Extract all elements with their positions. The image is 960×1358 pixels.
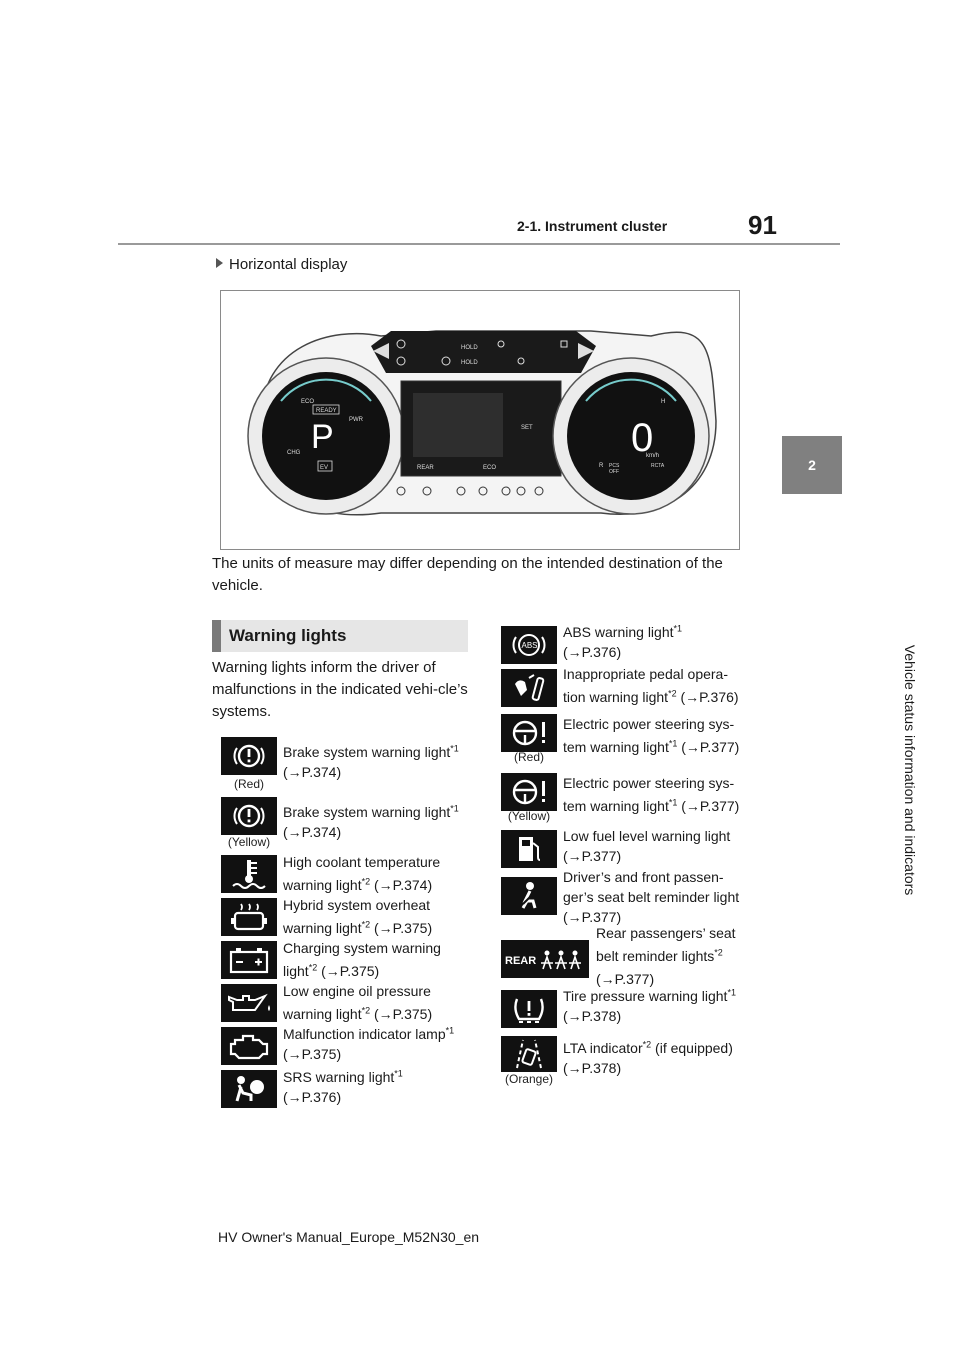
- rear-seatbelt-icon: REAR: [501, 940, 589, 978]
- left-gauge-face: [262, 372, 390, 500]
- abs-icon: ABS: [501, 626, 557, 664]
- header-rule: [118, 243, 840, 245]
- ready-label: READY: [316, 408, 337, 414]
- battery-icon: [221, 941, 277, 979]
- svg-text:ABS: ABS: [522, 641, 538, 650]
- engine-check-icon: [221, 1027, 277, 1065]
- center-eco-label: ECO: [483, 465, 496, 471]
- display-heading-text: Horizontal display: [229, 256, 348, 273]
- airbag-icon: [221, 1070, 277, 1108]
- pcs-label: PCS: [609, 463, 620, 469]
- item-description: Electric power steering sys-tem warning …: [563, 775, 740, 814]
- center-screen-inner: [413, 393, 503, 457]
- seatbelt-icon: [501, 877, 557, 915]
- bullet-arrow-icon: [216, 258, 223, 268]
- ev-label: EV: [320, 465, 328, 471]
- right-turn-icon: [578, 343, 594, 359]
- icon-caption: (Orange): [504, 1072, 554, 1086]
- bottom-indicator-row: [396, 486, 544, 496]
- power-arc: [280, 378, 372, 402]
- chapter-tab[interactable]: 2: [782, 436, 842, 494]
- icon-caption: (Red): [233, 777, 264, 791]
- coolant-temperature-icon: [221, 855, 277, 893]
- warning-lights-intro: Warning lights inform the driver of malf…: [212, 659, 468, 720]
- item-description: SRS warning light*1(→P.376): [283, 1068, 403, 1105]
- warning-lights-heading: Warning lights: [212, 620, 468, 652]
- ev-box: [317, 460, 333, 472]
- right-gauge-face: [567, 372, 695, 500]
- steering-warning-icon: [501, 714, 557, 752]
- units-note: The units of measure may differ dependin…: [212, 555, 723, 594]
- instrument-cluster-illustration: HOLD HOLD ECO READY PWR P CHG EV SET REA…: [220, 290, 740, 550]
- gear-position: P: [311, 418, 334, 456]
- chapter-title: Vehicle status information and indicator…: [902, 644, 918, 896]
- item-description: LTA indicator*2 (if equipped)(→P.378): [563, 1039, 733, 1076]
- speed-value: 0: [631, 416, 653, 460]
- item-description: Low fuel level warning light(→P.377): [563, 828, 731, 864]
- r-label: R: [599, 463, 604, 469]
- indicator-bar: [371, 331, 596, 373]
- item-description: Brake system warning light*1(→P.374): [283, 743, 459, 780]
- chg-label: CHG: [287, 450, 301, 456]
- page-number: 91: [748, 210, 777, 240]
- brake-warning-icon: [221, 737, 277, 775]
- eco-label: ECO: [301, 399, 314, 405]
- left-turn-icon: [373, 343, 389, 359]
- rcta-label: RCTA: [651, 463, 665, 469]
- speed-unit: km/h: [646, 453, 659, 459]
- fuel-icon: [501, 830, 557, 868]
- item-description: Brake system warning light*1(→P.374): [283, 803, 459, 840]
- off-label: OFF: [609, 469, 619, 475]
- ready-box: [312, 404, 340, 415]
- footer: HV Owner's Manual_Europe_M52N30_en: [218, 1229, 480, 1245]
- item-description: Malfunction indicator lamp*1(→P.375): [283, 1025, 455, 1062]
- lta-icon: [501, 1036, 557, 1072]
- h-label: H: [661, 399, 665, 405]
- pwr-label: PWR: [349, 417, 364, 423]
- icon-caption: (Yellow): [507, 809, 551, 823]
- steering-warning-icon: [501, 773, 557, 811]
- oil-pressure-icon: [221, 984, 277, 1022]
- temp-arc: [585, 378, 677, 402]
- tire-pressure-icon: [501, 990, 557, 1028]
- hold-label-2: HOLD: [461, 360, 478, 366]
- indicator-icons: [396, 339, 568, 366]
- icon-caption: (Red): [513, 750, 544, 764]
- hybrid-overheat-icon: [221, 898, 277, 936]
- item-description: Electric power steering sys-tem warning …: [563, 716, 740, 755]
- brake-warning-icon: [221, 797, 277, 835]
- icon-caption: (Yellow): [227, 835, 271, 849]
- rear-label: REAR: [417, 465, 434, 471]
- display-heading: Horizontal display: [216, 256, 347, 273]
- cluster-drawing: HOLD HOLD ECO READY PWR P CHG EV SET REA…: [247, 330, 717, 516]
- pedal-operation-icon: [501, 669, 557, 707]
- item-description: Driver’s and front passen-ger’s seat bel…: [563, 869, 740, 925]
- svg-text:REAR: REAR: [505, 955, 536, 967]
- set-label: SET: [521, 425, 533, 431]
- item-description: ABS warning light*1(→P.376): [563, 623, 683, 660]
- item-description: Tire pressure warning light*1(→P.378): [563, 987, 736, 1024]
- section-title: 2-1. Instrument cluster: [517, 218, 668, 234]
- hold-label: HOLD: [461, 345, 478, 351]
- item-description: Inappropriate pedal opera-tion warning l…: [563, 666, 739, 705]
